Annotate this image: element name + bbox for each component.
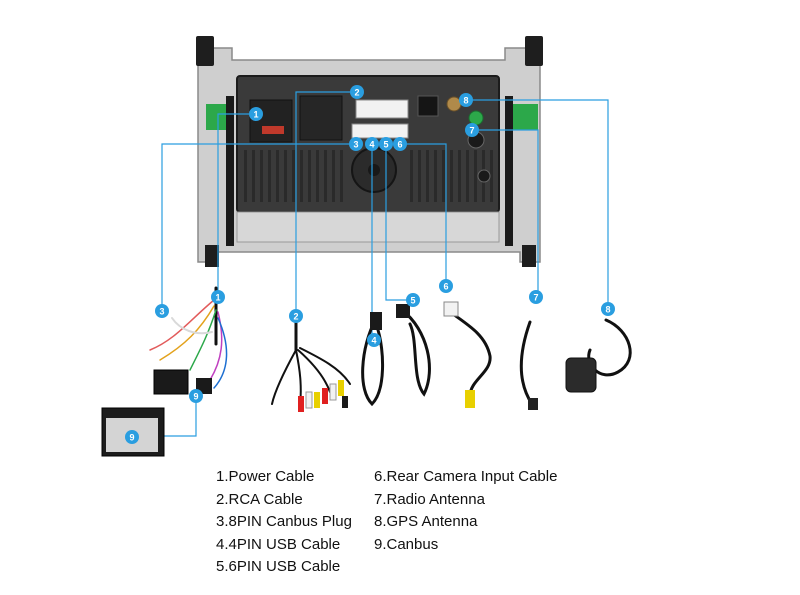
usb-port [417, 95, 439, 117]
legend-item-canbus: 9.Canbus [374, 535, 439, 553]
badge-6-bottom: 6 [439, 279, 453, 293]
badge-8-top-label: 8 [463, 96, 468, 106]
badge-6-top-label: 6 [397, 140, 402, 150]
badge-4-bottom: 4 [367, 333, 381, 347]
rca-connector [299, 95, 343, 141]
badge-8-bottom: 8 [601, 302, 615, 316]
frame-ear-left [196, 36, 214, 66]
badge-4-bottom-label: 4 [371, 336, 376, 346]
legend-item-8pin-canbus-plug: 3.8PIN Canbus Plug [216, 513, 352, 531]
white-connector-bottom [351, 123, 409, 139]
white-connector-top [355, 99, 409, 119]
callout-line-3 [161, 143, 356, 310]
badge-4-top: 4 [365, 137, 379, 151]
callout-line-2 [295, 91, 356, 314]
badge-7-bottom: 7 [529, 290, 543, 304]
badge-1-top: 1 [249, 107, 263, 121]
badge-3-top-label: 3 [353, 140, 358, 150]
side-rail-right [505, 96, 513, 246]
legend-item-6pin-usb-cable: 5.6PIN USB Cable [216, 558, 341, 576]
badge-2-top-label: 2 [354, 88, 359, 98]
frame-foot-left [205, 245, 219, 267]
gps-antenna [565, 318, 632, 393]
gps-port [446, 96, 462, 112]
legend-item-radio-antenna: 7.Radio Antenna [374, 490, 485, 508]
badge-9-box: 9 [125, 430, 139, 444]
radio-port [477, 169, 491, 183]
legend-item-4pin-usb-cable: 4.4PIN USB Cable [216, 535, 341, 553]
badge-5-top: 5 [379, 137, 393, 151]
badge-3-bottom: 3 [155, 304, 169, 318]
legend-item-power-cable: 1.Power Cable [216, 468, 315, 485]
power-harness [149, 286, 228, 395]
badge-2-bottom-label: 2 [293, 312, 298, 322]
badge-8-top: 8 [459, 93, 473, 107]
head-unit [196, 36, 543, 267]
callout-line-6 [400, 143, 447, 284]
side-rail-left [226, 96, 234, 246]
legend-item-rca-cable: 2.RCA Cable [216, 490, 303, 508]
legend-item-gps-antenna: 8.GPS Antenna [374, 513, 478, 531]
callout-line-5 [385, 144, 412, 301]
badge-4-top-label: 4 [369, 140, 374, 150]
radio-antenna [519, 320, 538, 410]
badge-3-bottom-label: 3 [159, 307, 164, 317]
badge-2-top: 2 [350, 85, 364, 99]
badge-6-bottom-label: 6 [443, 282, 448, 292]
badge-3-top: 3 [349, 137, 363, 151]
usb-cables [361, 304, 431, 407]
green-port [468, 110, 484, 126]
green-tab-right [512, 104, 538, 130]
rear-camera-cable [443, 301, 492, 408]
callout-line-8 [466, 99, 609, 308]
badge-1-bottom: 1 [211, 290, 225, 304]
legend-item-rear-camera-cable: 6.Rear Camera Input Cable [374, 468, 558, 485]
badge-5-bottom: 5 [406, 293, 420, 307]
badge-2-bottom: 2 [289, 309, 303, 323]
badge-1-bottom-label: 1 [215, 293, 220, 303]
callout-lines [132, 91, 609, 437]
badge-8-bottom-label: 8 [605, 305, 610, 315]
badge-7-top-label: 7 [469, 126, 474, 136]
frame-ear-right [525, 36, 543, 66]
badge-1-top-label: 1 [253, 110, 258, 120]
badge-9-box-label: 9 [129, 433, 134, 443]
bottom-plate [236, 211, 500, 243]
callout-line-1 [217, 113, 256, 294]
frame-foot-right [522, 245, 536, 267]
badge-6-top: 6 [393, 137, 407, 151]
badge-9-cable-label: 9 [193, 392, 198, 402]
cables [101, 286, 632, 457]
badge-7-bottom-label: 7 [533, 293, 538, 303]
power-connector-red [262, 126, 284, 134]
power-connector [249, 99, 293, 143]
fan-hub [368, 164, 380, 176]
badge-7-top: 7 [465, 123, 479, 137]
badge-5-top-label: 5 [383, 140, 388, 150]
legend-right: 6.Rear Camera Input Cable 7.Radio Antenn… [374, 466, 557, 556]
legend-left: 1.Power Cable 2.RCA Cable 3.8PIN Canbus … [216, 466, 352, 579]
badges: 1 1 2 2 3 3 4 4 5 5 6 6 7 7 8 8 9 9 [125, 85, 615, 444]
badge-9-cable: 9 [189, 389, 203, 403]
callout-line-7 [472, 129, 539, 296]
badge-5-bottom-label: 5 [410, 296, 415, 306]
rca-cable [271, 320, 351, 412]
